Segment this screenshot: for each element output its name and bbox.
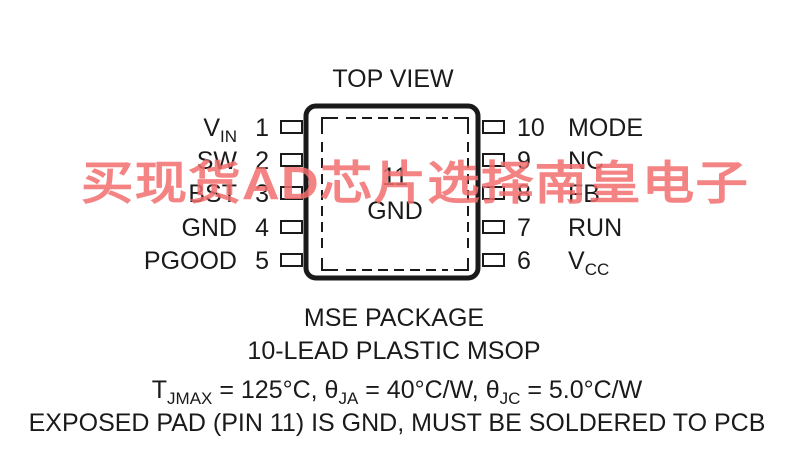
pin-lead [482, 253, 505, 267]
pin-name: PGOOD [144, 247, 237, 275]
pin-name: VIN [203, 114, 237, 146]
pin-lead [280, 186, 303, 200]
pin-7: 7 RUN [482, 214, 622, 242]
pin-10: 10 MODE [482, 114, 643, 142]
pin-name: VCC [568, 247, 609, 279]
pin-number: 1 [255, 114, 269, 142]
pin-number: 7 [517, 214, 531, 242]
pin-3: 3 BST [188, 180, 303, 208]
exposed-pad-note: EXPOSED PAD (PIN 11) IS GND, MUST BE SOL… [29, 409, 766, 437]
pin-1: 1 VIN [203, 114, 303, 146]
pin-8: 8 FB [482, 180, 600, 208]
thermal-specs: TJMAX = 125°C, θJA = 40°C/W, θJC = 5.0°C… [152, 376, 643, 408]
pin-name: FB [568, 180, 600, 208]
right-pins: 10 MODE 9 NC 8 FB 7 RUN 6 VCC [482, 114, 643, 279]
package-name: MSE PACKAGE [304, 304, 484, 332]
exposed-pad-outline [321, 117, 469, 271]
pin-number: 9 [517, 147, 531, 175]
exposed-pad-name: GND [367, 197, 423, 225]
pin-name: MODE [568, 114, 643, 142]
pin-lead [482, 153, 505, 167]
pin-6: 6 VCC [482, 247, 609, 279]
pin-5: 5 PGOOD [144, 247, 303, 275]
pin-name: GND [181, 214, 237, 242]
pin-lead [482, 120, 505, 134]
pin-name: RUN [568, 214, 622, 242]
pin-4: 4 GND [181, 214, 303, 242]
pin-lead [280, 253, 303, 267]
package-body [303, 103, 481, 281]
pin-name: SW [197, 147, 238, 175]
pin-number: 8 [517, 180, 531, 208]
pin-number: 6 [517, 247, 531, 275]
pin-lead [280, 120, 303, 134]
watermark-text: 买现货AD芯片选择南皇电子 [81, 157, 749, 209]
pin-name: BST [188, 180, 237, 208]
pin-lead [482, 220, 505, 234]
pin-number: 4 [255, 214, 269, 242]
pin-lead [482, 186, 505, 200]
pin-number: 2 [255, 147, 269, 175]
pin-number: 3 [255, 180, 269, 208]
pin-9: 9 NC [482, 147, 604, 175]
exposed-pad-number: 11 [382, 163, 408, 191]
pin-lead [280, 220, 303, 234]
pin-number: 10 [517, 114, 545, 142]
top-view-title: TOP VIEW [332, 65, 454, 93]
pin-lead [280, 153, 303, 167]
pin-2: 2 SW [197, 147, 303, 175]
pin-number: 5 [255, 247, 269, 275]
package-description: 10-LEAD PLASTIC MSOP [247, 337, 540, 365]
left-pins: 1 VIN 2 SW 3 BST 4 GND 5 PGOOD [144, 114, 303, 275]
pin-name: NC [568, 147, 604, 175]
